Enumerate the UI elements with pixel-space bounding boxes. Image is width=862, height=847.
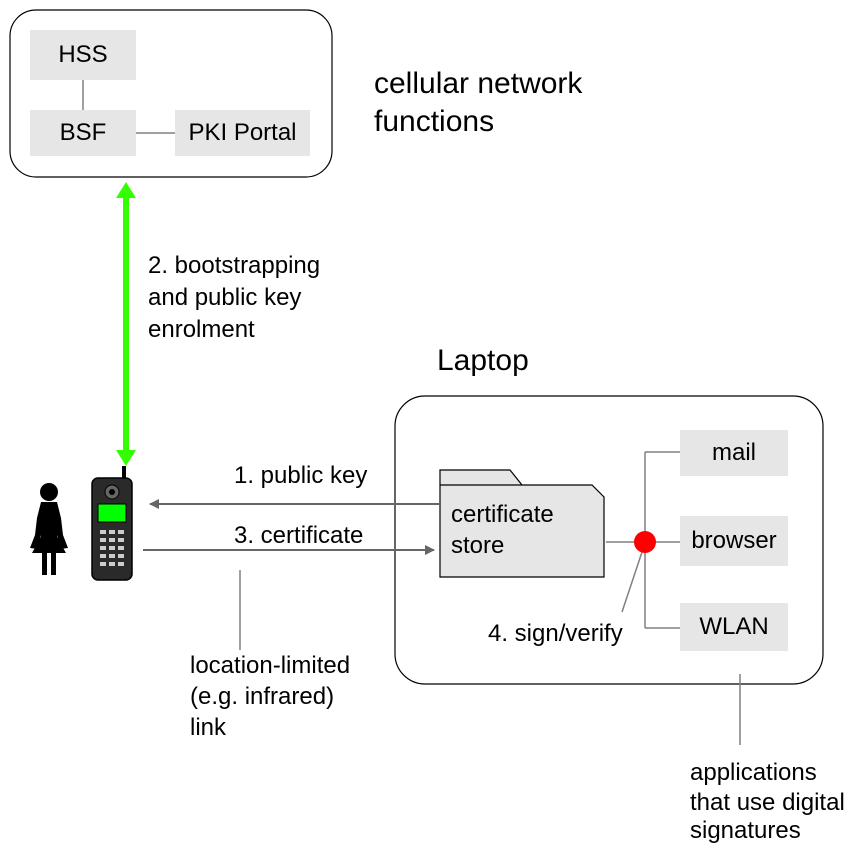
person-icon — [30, 483, 68, 575]
certificate-store-label-line2: store — [451, 532, 505, 559]
certificate-store-label-line1: certificate — [451, 501, 554, 528]
apps-note-line2: that use digital — [690, 789, 845, 816]
network-title-line2: functions — [374, 105, 495, 138]
apps-note-line3: signatures — [690, 817, 801, 844]
apps-note-line1: applications — [690, 759, 817, 786]
certificate-label: 3. certificate — [234, 522, 364, 549]
wlan-app-box: WLAN — [680, 603, 788, 651]
bootstrapping-arrow — [116, 182, 136, 466]
sign-verify-leader — [621, 551, 643, 613]
public-key-label: 1. public key — [234, 462, 368, 489]
network-title-line1: cellular network — [374, 67, 583, 100]
bsf-box: BSF — [30, 110, 136, 156]
link-note-line3: link — [190, 714, 227, 741]
sign-verify-label: 4. sign/verify — [488, 620, 623, 647]
certificate-store-folder — [439, 469, 605, 578]
link-note-line1: location-limited — [190, 652, 351, 679]
signature-hub-dot — [634, 531, 656, 553]
mail-app-box: mail — [680, 430, 788, 476]
bootstrap-label-line3: enrolment — [148, 316, 255, 343]
browser-app-box: browser — [680, 516, 788, 566]
link-note-line2: (e.g. infrared) — [190, 683, 335, 710]
bootstrap-label-line2: and public key — [148, 284, 302, 311]
pki-portal-box: PKI Portal — [175, 110, 310, 156]
mobile-phone-icon — [91, 466, 133, 581]
hss-box: HSS — [30, 30, 136, 80]
laptop-title: Laptop — [437, 344, 529, 377]
bootstrap-label-line1: 2. bootstrapping — [148, 252, 321, 279]
